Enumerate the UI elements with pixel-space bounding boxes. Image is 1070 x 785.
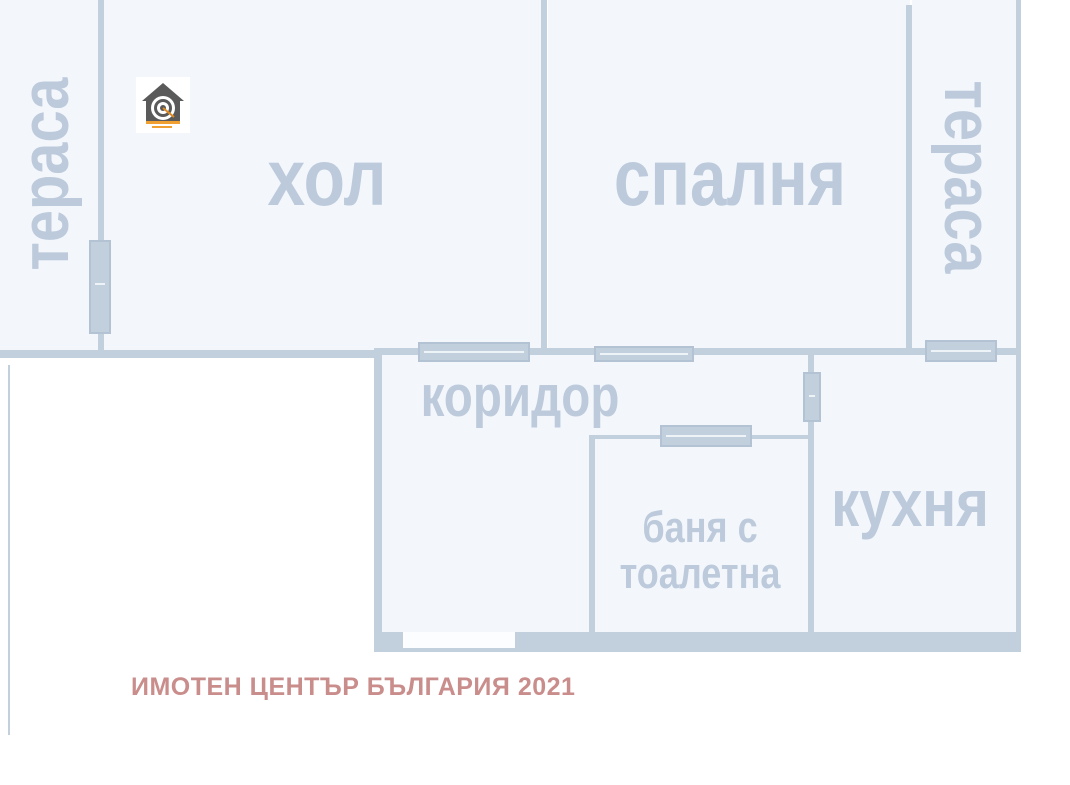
house-target-icon: [142, 83, 184, 128]
label-hall: хол: [267, 133, 387, 222]
company-logo: [136, 77, 190, 133]
wall: [374, 350, 382, 652]
outer-line: [8, 365, 10, 735]
wall: [374, 348, 1021, 355]
room-terrace-left: [0, 0, 100, 355]
room-terrace-right: [912, 0, 1020, 350]
label-bathroom-line1: баня с: [642, 503, 758, 552]
door: [594, 346, 694, 362]
wall: [1016, 0, 1021, 652]
label-bathroom: баня с тоалетна: [610, 505, 790, 597]
room-hall: [104, 0, 544, 352]
wall: [808, 350, 814, 635]
label-kitchen: кухня: [831, 466, 989, 540]
door: [925, 340, 997, 362]
door: [418, 342, 530, 362]
door: [803, 372, 821, 422]
wall: [589, 435, 595, 635]
room-bedroom: [548, 0, 910, 350]
label-bathroom-line2: тоалетна: [619, 549, 781, 598]
door: [89, 240, 111, 334]
wall: [0, 350, 378, 358]
window: [403, 632, 515, 648]
room-bathroom: [594, 438, 810, 632]
door: [660, 425, 752, 447]
footer-copyright: ИМОТЕН ЦЕНТЪР БЪЛГАРИЯ 2021: [131, 673, 576, 701]
wall: [98, 0, 104, 358]
wall: [906, 5, 912, 350]
label-corridor: коридор: [420, 364, 620, 429]
label-terrace-left: тераса: [7, 77, 83, 271]
wall: [374, 632, 1021, 652]
wall: [541, 0, 547, 352]
label-bedroom: спалня: [613, 133, 847, 222]
label-terrace-right: тераса: [930, 80, 1006, 274]
